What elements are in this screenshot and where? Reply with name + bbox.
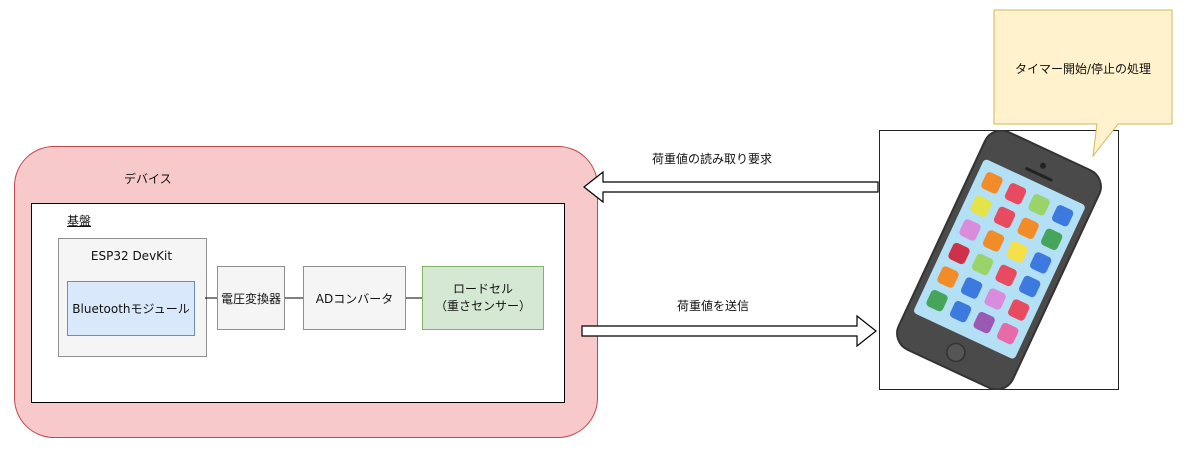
callout-bubble — [993, 9, 1173, 157]
ad-converter-label: ADコンバータ — [315, 291, 394, 306]
voltage-converter-box: 電圧変換器 — [217, 266, 285, 330]
app-icon — [971, 253, 994, 276]
device-label: デバイス — [124, 172, 172, 186]
app-icon — [1017, 217, 1039, 239]
app-icon — [926, 289, 948, 312]
app-icon — [993, 206, 1016, 228]
smartphone-illustration — [896, 130, 1102, 390]
app-grid — [926, 172, 1074, 345]
app-icon — [949, 300, 972, 323]
ad-converter-box: ADコンバータ — [303, 266, 406, 330]
voltage-converter-label: 電圧変換器 — [220, 291, 281, 306]
app-icon — [1019, 275, 1041, 298]
app-icon — [1041, 228, 1063, 250]
app-icon — [1004, 183, 1027, 205]
phone-home-button — [946, 342, 966, 363]
phone-speaker — [1025, 167, 1053, 182]
load-cell-sublabel: （重さセンサー） — [434, 299, 531, 313]
esp32-label: ESP32 DevKit — [90, 249, 173, 263]
app-icon — [1030, 252, 1052, 274]
app-icon — [960, 277, 983, 299]
app-icon — [1008, 299, 1030, 321]
board-label: 基盤 — [67, 214, 92, 228]
app-icon — [937, 266, 959, 288]
load-cell-label: ロードセル — [452, 282, 513, 296]
request-arrow — [583, 170, 879, 204]
phone-camera-icon — [1039, 162, 1046, 169]
send-arrow — [581, 314, 877, 348]
app-icon — [984, 288, 1006, 310]
app-icon — [982, 230, 1005, 252]
app-icon — [1006, 241, 1028, 263]
app-icon — [997, 322, 1019, 345]
app-icon — [981, 172, 1003, 194]
bluetooth-module-label: Bluetoothモジュール — [72, 302, 190, 316]
request-arrow-label: 荷重値の読み取り要求 — [652, 152, 773, 166]
callout-text: タイマー開始/停止の処理 — [1014, 62, 1152, 76]
app-icon — [948, 242, 970, 265]
send-arrow-label: 荷重値を送信 — [677, 299, 750, 313]
app-icon — [1052, 205, 1074, 227]
app-icon — [970, 195, 992, 218]
bluetooth-module-box: Bluetoothモジュール — [67, 281, 195, 336]
app-icon — [973, 311, 995, 334]
app-icon — [995, 264, 1017, 287]
app-icon — [1028, 194, 1050, 216]
app-icon — [959, 219, 981, 241]
load-cell-box: ロードセル （重さセンサー） — [422, 266, 544, 330]
